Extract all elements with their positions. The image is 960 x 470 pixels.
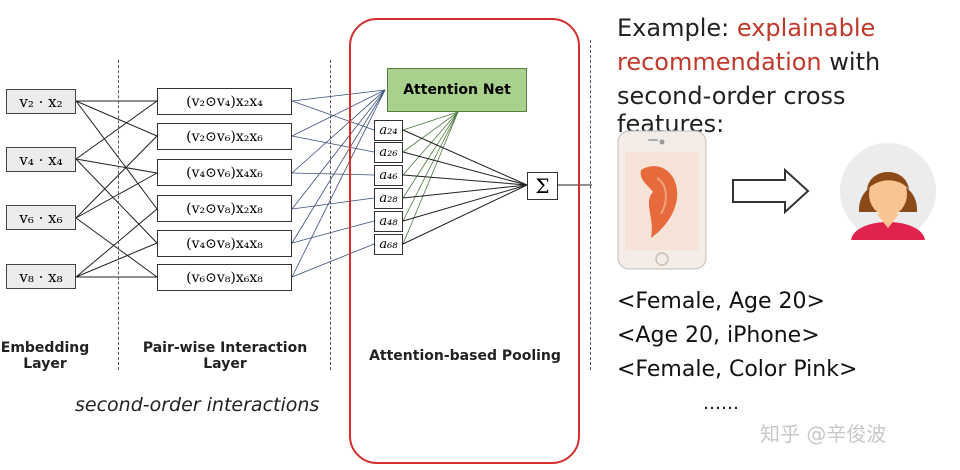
connector	[402, 184, 528, 222]
connector	[291, 172, 375, 176]
pair-box: (v₆⊙v₈)x₆x₈	[157, 264, 292, 291]
separator-2	[330, 60, 331, 370]
embedding-box: v₄ · x₄	[6, 147, 76, 172]
attention-net-box: Attention Net	[387, 68, 527, 112]
feature-item: <Female, Age 20>	[617, 289, 825, 314]
connector	[75, 242, 158, 278]
connector	[75, 100, 158, 160]
pooling-label: Attention-based Pooling	[369, 348, 561, 364]
attention-weight-box: a₂₄	[374, 120, 403, 141]
connector	[75, 217, 158, 278]
second-order-label: second-order interactions	[75, 394, 320, 416]
embedding-layer-label: Embedding Layer	[0, 340, 90, 372]
connector	[291, 89, 386, 278]
connector	[291, 89, 386, 102]
connector	[291, 89, 386, 244]
connector	[75, 158, 158, 244]
connector	[402, 111, 459, 131]
pair-box: (v₂⊙v₈)x₂x₈	[157, 195, 292, 222]
embedding-box: v₈ · x₈	[6, 264, 76, 289]
pairwise-layer-label: Pair-wise Interaction Layer	[142, 340, 308, 372]
connector	[75, 208, 158, 278]
watermark: 知乎 @辛俊波	[760, 422, 887, 446]
highlight-explainable: explainable	[736, 14, 876, 42]
attention-pooling-frame	[349, 18, 580, 464]
pair-box: (v₂⊙v₄)x₂x₄	[157, 88, 292, 115]
connector	[75, 135, 158, 219]
highlight-recommendation: recommendation	[617, 48, 822, 76]
connector	[75, 100, 158, 137]
example-line-2: recommendation with	[617, 48, 880, 76]
connector	[291, 89, 386, 174]
sum-node: Σ	[527, 172, 558, 200]
connector	[402, 129, 528, 186]
feature-ellipsis: ……	[703, 393, 739, 414]
example-prefix: Example:	[617, 14, 737, 42]
connector	[402, 184, 528, 245]
example-line-1: Example: explainable	[617, 14, 875, 42]
connector	[402, 151, 528, 186]
connector	[291, 135, 375, 153]
connector	[402, 111, 459, 245]
connector	[291, 89, 386, 210]
connector	[291, 197, 375, 210]
feature-item: <Age 20, iPhone>	[617, 323, 820, 348]
connector	[291, 220, 375, 244]
phone-icon	[617, 130, 707, 270]
attention-weight-box: a₄₈	[374, 211, 403, 232]
separator-1	[118, 60, 119, 370]
connector	[75, 172, 158, 219]
connector	[291, 243, 375, 278]
attention-weight-box: a₂₆	[374, 142, 403, 163]
connector	[402, 111, 459, 199]
connector	[402, 111, 459, 222]
connector	[402, 111, 459, 153]
connector	[75, 100, 158, 210]
embedding-box: v₂ · x₂	[6, 89, 76, 114]
attention-weight-box: a₂₈	[374, 188, 403, 209]
feature-item: <Female, Color Pink>	[617, 357, 858, 382]
connector	[402, 111, 459, 176]
connector	[402, 174, 528, 186]
embedding-box: v₆ · x₆	[6, 205, 76, 230]
example-suffix: with	[821, 48, 881, 76]
connector	[291, 89, 386, 137]
right-arrow-icon	[732, 167, 810, 215]
avatar-icon	[840, 143, 936, 240]
connector	[75, 158, 158, 174]
connector	[402, 184, 528, 199]
pair-box: (v₂⊙v₆)x₂x₆	[157, 123, 292, 150]
pair-box: (v₄⊙v₆)x₄x₆	[157, 159, 292, 186]
pair-box: (v₄⊙v₈)x₄x₈	[157, 230, 292, 257]
attention-weight-box: a₆₈	[374, 234, 403, 255]
connector	[291, 100, 375, 131]
attention-weight-box: a₄₆	[374, 165, 403, 186]
separator-3	[590, 40, 591, 370]
